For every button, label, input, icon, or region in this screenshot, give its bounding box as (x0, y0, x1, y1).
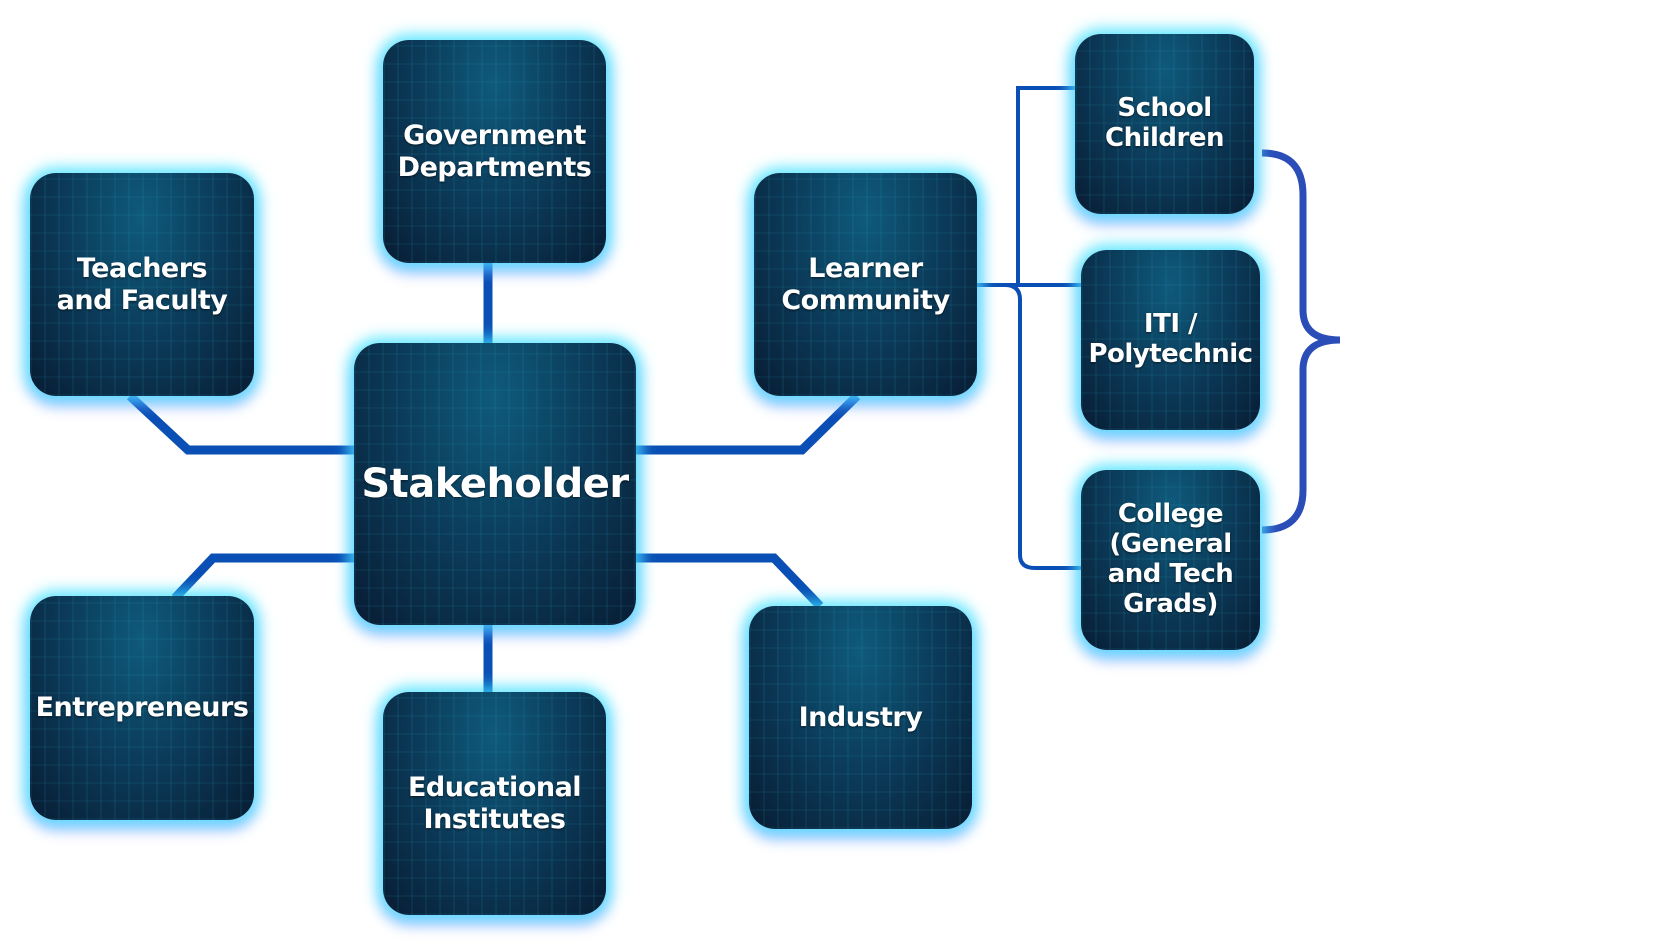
connector-learner (636, 392, 861, 455)
node-label: Educational Institutes (407, 772, 582, 835)
center-label: Stakeholder (361, 461, 629, 507)
connector-teachers (126, 392, 354, 455)
connector-learner-groups (977, 86, 1081, 570)
connector-entrepreneurs (171, 553, 354, 602)
node-label: College (General and Tech Grads) (1107, 499, 1234, 619)
node-label: School Children (1105, 93, 1225, 153)
node-entrepreneurs: Entrepreneurs (30, 596, 254, 820)
node-government-departments: Government Departments (383, 40, 606, 263)
brace (1261, 149, 1341, 534)
node-label: ITI / Polytechnic (1088, 309, 1253, 369)
node-learner-community: Learner Community (754, 173, 977, 396)
node-label: Learner Community (781, 253, 950, 316)
node-label: Entrepreneurs (35, 692, 249, 724)
connector-industry (636, 553, 824, 610)
node-stakeholder: Stakeholder (354, 343, 636, 625)
node-industry: Industry (749, 606, 972, 829)
node-teachers-faculty: Teachers and Faculty (30, 173, 254, 396)
node-label: Teachers and Faculty (56, 253, 228, 316)
node-iti-polytechnic: ITI / Polytechnic (1081, 250, 1260, 430)
node-label: Government Departments (397, 120, 592, 183)
node-educational-institutes: Educational Institutes (383, 692, 606, 915)
node-school-children: School Children (1075, 34, 1254, 214)
node-label: Industry (798, 701, 923, 733)
node-college: College (General and Tech Grads) (1081, 470, 1260, 650)
